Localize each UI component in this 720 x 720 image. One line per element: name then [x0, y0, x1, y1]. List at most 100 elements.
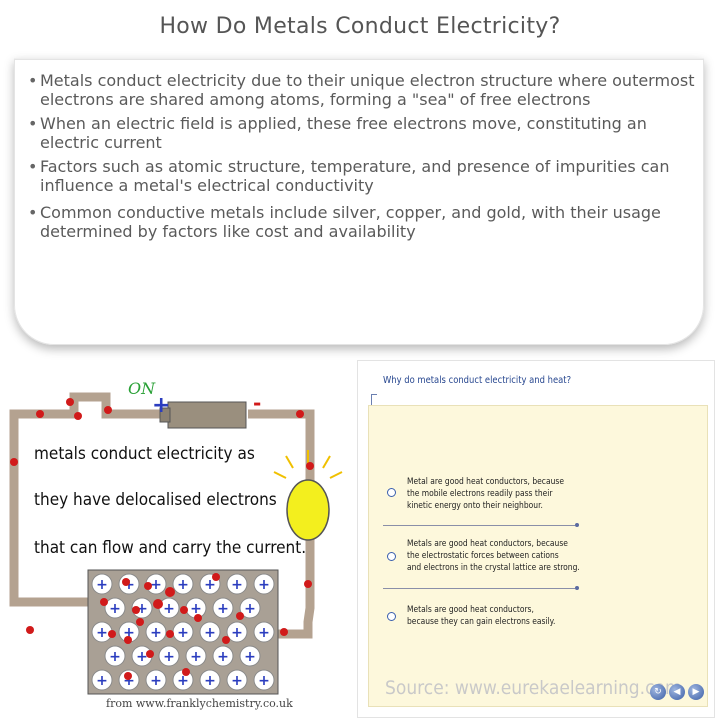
metal-ion-sign: + [109, 601, 121, 617]
metal-ion [212, 597, 234, 619]
metal-ion-sign: + [109, 649, 121, 665]
metal-ion [226, 573, 248, 595]
bullet-list: Metals conduct electricity due to their … [14, 59, 704, 241]
positive-terminal-label: + [152, 393, 170, 418]
option-text-line: Metal are good heat conductors, because [407, 477, 564, 487]
option-text-line: because they can gain electrons easily. [407, 617, 556, 627]
metal-ion-sign: + [163, 649, 175, 665]
circuit-caption-line: that can flow and carry the current. [34, 538, 307, 558]
radio-button-icon[interactable] [387, 552, 396, 561]
metal-ion-sign: + [123, 577, 135, 593]
metal-ion-sign: + [150, 625, 162, 641]
metal-ion [239, 645, 261, 667]
info-card: Metals conduct electricity due to their … [14, 58, 704, 345]
option-text-line: the electrostatic forces between cations [407, 551, 559, 561]
option-divider [383, 523, 579, 527]
metal-ion [145, 669, 167, 691]
circuit-illustration: ON + - +++++++++++++++++++++++++++++++++ [9, 379, 343, 695]
metal-ion-sign: + [150, 673, 162, 689]
bracket-icon [371, 394, 377, 407]
back-arrow-icon[interactable]: ◀ [669, 684, 685, 700]
metal-ion-sign: + [190, 601, 202, 617]
metal-ion-sign: + [96, 577, 108, 593]
metal-ion-sign: + [244, 649, 256, 665]
radio-button-icon[interactable] [387, 612, 396, 621]
option-text-line: kinetic energy onto their neighbour. [407, 501, 543, 511]
metal-ion-sign: + [258, 577, 270, 593]
lattice-ions: +++++++++++++++++++++++++++++++++ [91, 573, 275, 691]
metal-ion-sign: + [204, 673, 216, 689]
switch-on-label: ON [128, 379, 156, 398]
source-label: Source: www.eurekaelearning.com [385, 677, 682, 699]
metal-ion-sign: + [123, 673, 135, 689]
metal-ion [199, 621, 221, 643]
quiz-question: Why do metals conduct electricity and he… [383, 375, 572, 386]
metal-ion-sign: + [177, 625, 189, 641]
metal-ion-sign: + [96, 625, 108, 641]
metal-ion-sign: + [123, 625, 135, 641]
metal-ion [91, 669, 113, 691]
option-text-line: the mobile electrons readily pass their [407, 489, 553, 499]
metal-ion [239, 597, 261, 619]
nav-buttons: ↻ ◀ ▶ [650, 684, 704, 700]
bullet-item: Common conductive metals include silver,… [28, 203, 700, 241]
metal-ion-sign: + [204, 625, 216, 641]
page-title: How Do Metals Conduct Electricity? [159, 14, 561, 39]
metal-ion [104, 597, 126, 619]
metal-ion-sign: + [150, 577, 162, 593]
light-bulb-icon [273, 450, 343, 541]
circuit-diagram-figure: ON + - +++++++++++++++++++++++++++++++++ [8, 372, 353, 717]
metal-ion [145, 621, 167, 643]
metal-ion [185, 645, 207, 667]
wire-electrons [10, 398, 314, 636]
lattice-electrons [100, 573, 244, 680]
metal-ion-sign: + [204, 577, 216, 593]
bullet-item: When an electric field is applied, these… [28, 114, 700, 152]
metal-ion [226, 669, 248, 691]
metal-ion-sign: + [177, 673, 189, 689]
circuit-caption-line: they have delocalised electrons [34, 490, 277, 510]
metal-ion [253, 573, 275, 595]
metal-ion [226, 621, 248, 643]
metal-ion-sign: + [163, 601, 175, 617]
quiz-option-text: Metals are good heat conductors, because… [407, 538, 580, 574]
circuit-caption-line: metals conduct electricity as [34, 444, 255, 464]
quiz-option-text: Metal are good heat conductors, because … [407, 476, 564, 512]
metal-ion [253, 669, 275, 691]
option-divider [383, 586, 579, 590]
metal-ion-sign: + [231, 577, 243, 593]
radio-button-icon[interactable] [387, 488, 396, 497]
metal-ion [104, 645, 126, 667]
forward-arrow-icon[interactable]: ▶ [688, 684, 704, 700]
metal-ion-sign: + [136, 649, 148, 665]
metal-ion-sign: + [190, 649, 202, 665]
metal-ion [172, 573, 194, 595]
metal-ion-sign: + [217, 601, 229, 617]
metal-ion [212, 645, 234, 667]
metal-ion [158, 645, 180, 667]
quiz-option-text: Metals are good heat conductors, because… [407, 604, 555, 628]
quiz-panel: Metal are good heat conductors, because … [368, 405, 708, 707]
image-credit: from www.franklychemistry.co.uk [106, 697, 293, 710]
metal-ion-sign: + [217, 649, 229, 665]
metal-ion-sign: + [177, 577, 189, 593]
metal-ion-sign: + [244, 601, 256, 617]
option-text-line: Metals are good heat conductors, [407, 605, 534, 615]
bullet-item: Factors such as atomic structure, temper… [28, 157, 700, 195]
metal-ion-sign: + [258, 625, 270, 641]
quiz-figure: Why do metals conduct electricity and he… [357, 360, 715, 718]
metal-ion-sign: + [231, 625, 243, 641]
metal-ion-sign: + [258, 673, 270, 689]
bullet-item: Metals conduct electricity due to their … [28, 71, 700, 109]
negative-terminal-label: - [253, 391, 261, 415]
metal-ion-sign: + [231, 673, 243, 689]
battery-icon [159, 401, 247, 429]
metal-ion-sign: + [96, 673, 108, 689]
option-text-line: Metals are good heat conductors, because [407, 539, 568, 549]
metal-ion [118, 669, 140, 691]
refresh-icon[interactable]: ↻ [650, 684, 666, 700]
option-text-line: and electrons in the crystal lattice are… [407, 563, 580, 573]
metal-ion [253, 621, 275, 643]
metal-ion [199, 669, 221, 691]
metal-ion [91, 573, 113, 595]
